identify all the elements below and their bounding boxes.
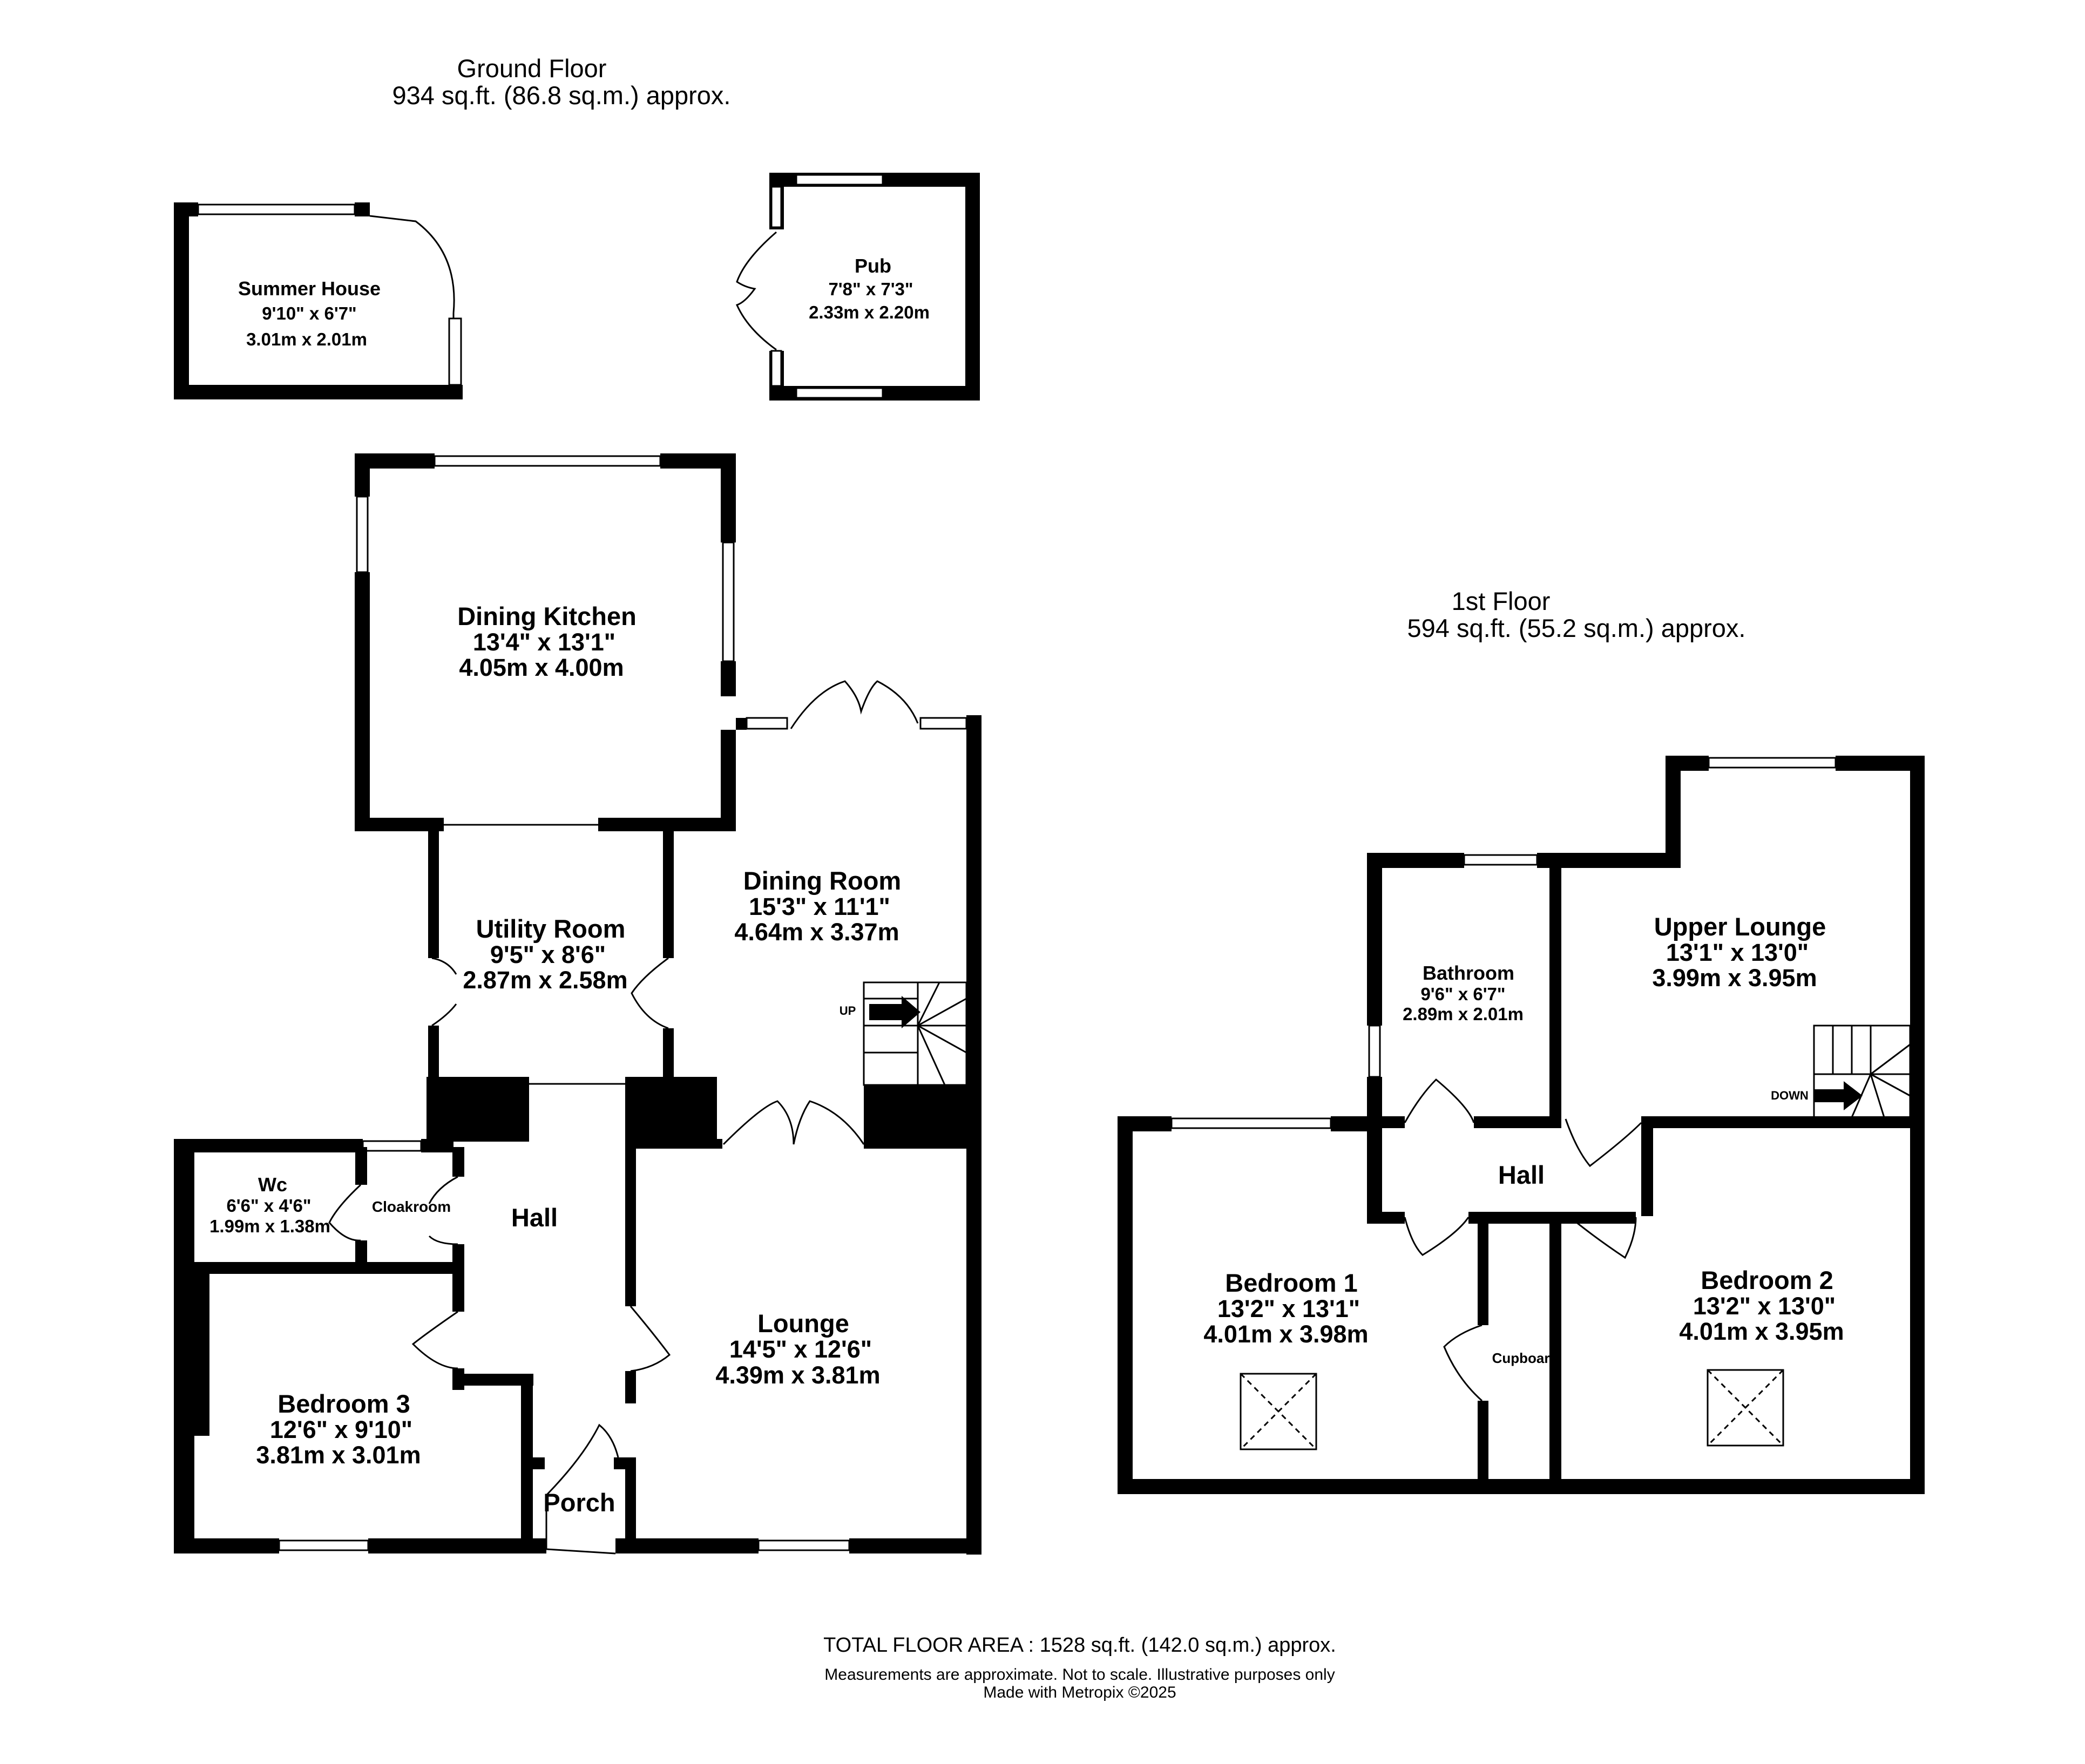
pub-imperial: 7'8" x 7'3"	[828, 279, 913, 299]
bedroom-1-name: Bedroom 1	[1225, 1268, 1358, 1297]
first-floor-area: 594 sq.ft. (55.2 sq.m.) approx.	[1407, 614, 1746, 642]
upper-lounge-name: Upper Lounge	[1654, 912, 1826, 941]
bedroom-3-name: Bedroom 3	[277, 1389, 410, 1418]
bedroom-2-metric: 4.01m x 3.95m	[1679, 1318, 1844, 1345]
porch-name: Porch	[543, 1488, 615, 1517]
wc-metric: 1.99m x 1.38m	[209, 1216, 330, 1236]
utility-room-name: Utility Room	[476, 914, 626, 943]
wc-name: Wc	[258, 1173, 287, 1196]
stairs-up-label: UP	[840, 1004, 856, 1017]
dining-kitchen-name: Dining Kitchen	[457, 602, 637, 630]
bedroom-3-metric: 3.81m x 3.01m	[256, 1441, 421, 1469]
first-floor-title: 1st Floor	[1452, 587, 1551, 615]
summer-house-name: Summer House	[238, 277, 381, 300]
utility-room-imperial: 9'5" x 8'6"	[490, 941, 606, 968]
summer-house-imperial: 9'10" x 6'7"	[262, 303, 356, 323]
stairs-down-label: DOWN	[1771, 1089, 1809, 1102]
upper-lounge-metric: 3.99m x 3.95m	[1652, 964, 1817, 992]
ground-floor-area: 934 sq.ft. (86.8 sq.m.) approx.	[392, 81, 731, 110]
pub-outline	[735, 173, 980, 401]
lounge-name: Lounge	[757, 1309, 849, 1338]
bedroom-1-imperial: 13'2" x 13'1"	[1217, 1295, 1360, 1322]
bedroom-2-name: Bedroom 2	[1701, 1266, 1833, 1294]
cloakroom-name: Cloakroom	[372, 1198, 451, 1215]
metropix-credit: Made with Metropix ©2025	[983, 1684, 1176, 1701]
bathroom-name: Bathroom	[1423, 962, 1514, 984]
pub-name: Pub	[855, 255, 891, 277]
bathroom-imperial: 9'6" x 6'7"	[1420, 984, 1505, 1004]
disclaimer: Measurements are approximate. Not to sca…	[824, 1666, 1335, 1684]
ground-floor-walls	[174, 453, 981, 1555]
utility-room-metric: 2.87m x 2.58m	[463, 966, 627, 994]
lounge-metric: 4.39m x 3.81m	[715, 1361, 880, 1389]
bedroom-1-metric: 4.01m x 3.98m	[1203, 1320, 1368, 1348]
dining-kitchen-metric: 4.05m x 4.00m	[459, 654, 624, 681]
dining-kitchen-imperial: 13'4" x 13'1"	[473, 628, 615, 656]
hall-first-name: Hall	[1498, 1161, 1545, 1189]
dining-room-name: Dining Room	[743, 866, 901, 895]
dining-room-imperial: 15'3" x 11'1"	[749, 893, 890, 920]
summer-house-outline	[174, 202, 463, 399]
dining-room-metric: 4.64m x 3.37m	[734, 918, 899, 946]
summer-house-metric: 3.01m x 2.01m	[246, 329, 367, 349]
pub-metric: 2.33m x 2.20m	[809, 302, 930, 322]
hall-ground-name: Hall	[511, 1203, 558, 1232]
bedroom-3-imperial: 12'6" x 9'10"	[270, 1416, 412, 1443]
first-floor-walls	[1118, 756, 1925, 1494]
ground-floor-title: Ground Floor	[457, 54, 607, 83]
lounge-imperial: 14'5" x 12'6"	[729, 1335, 872, 1363]
total-floor-area: TOTAL FLOOR AREA : 1528 sq.ft. (142.0 sq…	[823, 1634, 1336, 1657]
upper-lounge-imperial: 13'1" x 13'0"	[1666, 939, 1809, 966]
bathroom-metric: 2.89m x 2.01m	[1403, 1004, 1524, 1024]
cupboard-name: Cupboard	[1492, 1350, 1559, 1366]
bedroom-2-imperial: 13'2" x 13'0"	[1693, 1292, 1836, 1320]
wc-imperial: 6'6" x 4'6"	[226, 1196, 311, 1216]
